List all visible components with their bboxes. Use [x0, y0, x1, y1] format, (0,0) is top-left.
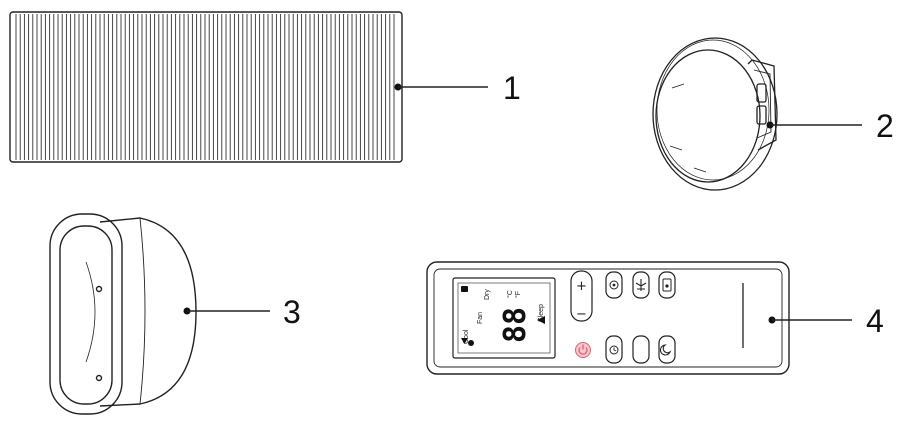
callout-4: 4 — [768, 303, 884, 339]
mode-button[interactable] — [605, 271, 623, 299]
hose-nozzle-drawing — [49, 213, 197, 415]
callout-number-3: 3 — [283, 294, 301, 330]
callout-number-1: 1 — [503, 70, 521, 106]
lcd-mode-fan: Fan — [477, 312, 484, 324]
fan-speed-button[interactable] — [632, 271, 650, 299]
temperature-rocker[interactable]: + − — [570, 270, 593, 322]
lcd-digits: 88 — [498, 307, 533, 343]
sleep-button[interactable] — [658, 335, 676, 364]
lcd-temp-f: °F — [514, 291, 522, 298]
minus-button[interactable]: − — [576, 307, 587, 322]
mode-icon — [609, 280, 619, 290]
power-button[interactable] — [575, 342, 591, 358]
sleep-icon — [659, 344, 672, 356]
fan-speed-icon — [635, 279, 647, 291]
plus-button[interactable]: + — [576, 279, 587, 294]
adaptor-ring-drawing — [652, 37, 778, 191]
callout-number-2: 2 — [876, 108, 894, 144]
lcd-screen: 88 Cool Fan Dry Sleep °C °F — [452, 277, 556, 359]
remote-control-drawing: 88 Cool Fan Dry Sleep °C °F + − — [426, 261, 790, 375]
timer-button[interactable] — [605, 335, 623, 364]
lcd-cool-indicator-icon — [461, 338, 468, 344]
lcd-dot-icon — [468, 340, 474, 346]
lcd-sleep-indicator-icon — [537, 316, 545, 324]
lcd-mode-cool: Cool — [463, 329, 470, 344]
callout-1: 1 — [394, 70, 521, 106]
power-icon — [578, 344, 588, 355]
swing-icon — [662, 278, 672, 292]
timer-icon — [609, 345, 619, 355]
swing-button[interactable] — [658, 271, 676, 299]
hose-drawing — [9, 11, 403, 163]
callout-3: 3 — [183, 294, 301, 330]
callout-2: 2 — [766, 108, 894, 144]
lcd-mode-dry: Dry — [484, 289, 491, 300]
lcd-temp-c: °C — [506, 290, 514, 298]
callout-number-4: 4 — [866, 303, 884, 339]
lcd-mode-indicator-icon — [461, 286, 468, 292]
lcd-mode-sleep: Sleep — [538, 304, 545, 322]
blank-button[interactable] — [632, 335, 650, 364]
